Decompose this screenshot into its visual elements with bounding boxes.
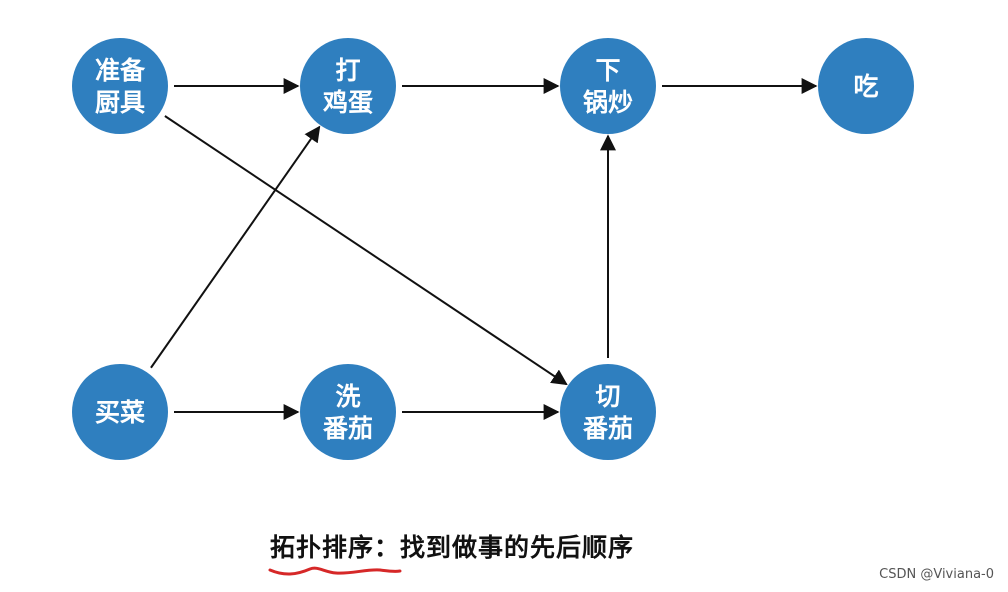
node-label: 准备	[95, 56, 146, 85]
node-circle	[560, 364, 656, 460]
node-label: 锅炒	[583, 88, 633, 117]
node-circle	[300, 364, 396, 460]
node-eat: 吃	[818, 38, 914, 134]
caption-separator: ：	[374, 533, 401, 562]
node-circle	[300, 38, 396, 134]
red-underline-mark	[268, 566, 402, 576]
caption: 拓扑排序：找到做事的先后顺序	[270, 528, 634, 568]
edges-layer	[150, 78, 818, 420]
node-label: 买菜	[95, 398, 145, 427]
node-circle	[72, 38, 168, 134]
node-beat: 打鸡蛋	[300, 38, 396, 134]
node-circle	[560, 38, 656, 134]
node-circle	[72, 364, 168, 460]
node-label: 鸡蛋	[322, 88, 373, 117]
node-label: 番茄	[322, 414, 373, 443]
edge-arrow-buy-to-beat	[150, 125, 321, 369]
node-label: 切	[595, 382, 620, 411]
node-label: 洗	[335, 382, 360, 411]
edge-arrow-prepare-to-cut	[164, 115, 568, 386]
node-wash: 洗番茄	[300, 364, 396, 460]
node-cut: 切番茄	[560, 364, 656, 460]
caption-term: 拓扑排序	[270, 533, 375, 562]
caption-description: 找到做事的先后顺序	[400, 533, 635, 562]
node-buy: 买菜	[72, 364, 168, 460]
watermark: CSDN @Viviana-0	[879, 567, 994, 582]
node-stirfry: 下锅炒	[560, 38, 656, 134]
node-label: 吃	[853, 72, 878, 101]
node-label: 番茄	[582, 414, 633, 443]
node-circle	[818, 38, 914, 134]
node-label: 打	[335, 56, 360, 85]
node-label: 下	[595, 56, 620, 85]
node-label: 厨具	[95, 88, 145, 117]
